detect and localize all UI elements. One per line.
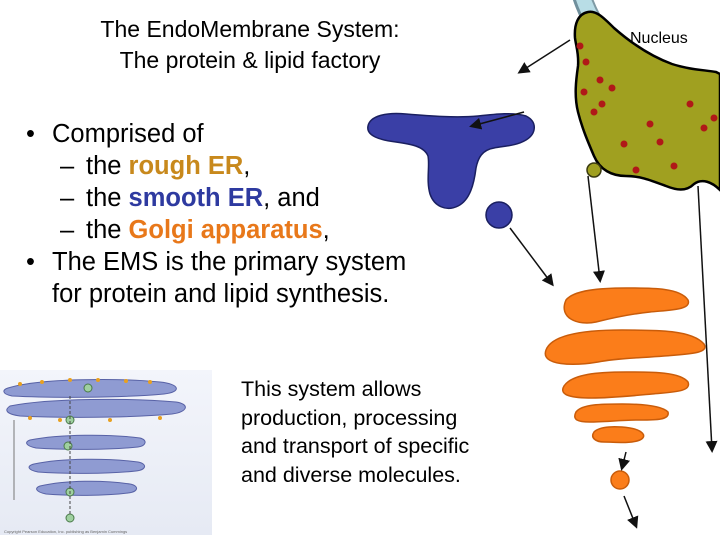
bullet-ems-text-1: The EMS is the primary system: [52, 248, 407, 276]
bullet-comprised: • Comprised of: [26, 118, 406, 150]
ribosome: [576, 42, 718, 174]
dash-marker: –: [60, 184, 75, 212]
dash-marker: –: [60, 216, 75, 244]
rough-er-term: rough ER: [128, 152, 244, 180]
smooth-er: [367, 112, 535, 229]
bullet-ems: • The EMS is the primary system for prote…: [26, 246, 406, 310]
description-line-1: This system allows: [241, 377, 422, 401]
bullet-comprised-text: Comprised of: [52, 120, 204, 148]
bullet-list: •Comprised of –the rough ER, –the smooth…: [26, 118, 406, 310]
sub-item-suffix: ,: [243, 152, 251, 180]
golgi-apparatus: [544, 287, 706, 490]
nucleus-label: Nucleus: [630, 30, 688, 47]
description-line-2: production, processing: [241, 405, 458, 430]
sub-item-golgi: –the Golgi apparatus,: [26, 214, 406, 246]
sub-item-smooth-er: –the smooth ER, and: [26, 182, 406, 214]
sub-item-prefix: the: [86, 216, 129, 244]
transport-vesicle: [586, 162, 602, 178]
dash-marker: –: [60, 152, 75, 180]
bullet-ems-line-1: • The EMS is the primary system: [26, 246, 406, 278]
inset-illustration: Copyright Pearson Education, Inc. publis…: [0, 370, 212, 535]
title-line-1: The EndoMembrane System:: [100, 16, 400, 42]
inset-credit: Copyright Pearson Education, Inc. publis…: [4, 529, 127, 534]
title-line-2: The protein & lipid factory: [119, 47, 381, 73]
rough-er: [573, 10, 720, 192]
sub-item-prefix: the: [86, 184, 129, 212]
smooth-er-vesicle: [485, 201, 513, 229]
description-text: This system allows production, processin…: [241, 375, 469, 489]
transport-arrows: [469, 39, 718, 529]
bullet-marker: •: [26, 120, 35, 148]
bullet-ems-line-2: for protein and lipid synthesis.: [52, 280, 390, 308]
sub-item-suffix: ,: [322, 216, 330, 244]
bullet-marker: •: [26, 248, 35, 276]
golgi-vesicle: [610, 470, 630, 490]
sub-item-rough-er: –the rough ER,: [26, 150, 406, 182]
smooth-er-term: smooth ER: [128, 184, 264, 212]
golgi-term: Golgi apparatus: [128, 216, 323, 244]
slide-title: The EndoMembrane System: The protein & l…: [40, 14, 460, 76]
description-line-4: and diverse molecules.: [241, 462, 461, 487]
sub-item-prefix: the: [86, 152, 129, 180]
description-line-3: and transport of specific: [241, 434, 470, 458]
sub-item-suffix: , and: [263, 184, 320, 212]
